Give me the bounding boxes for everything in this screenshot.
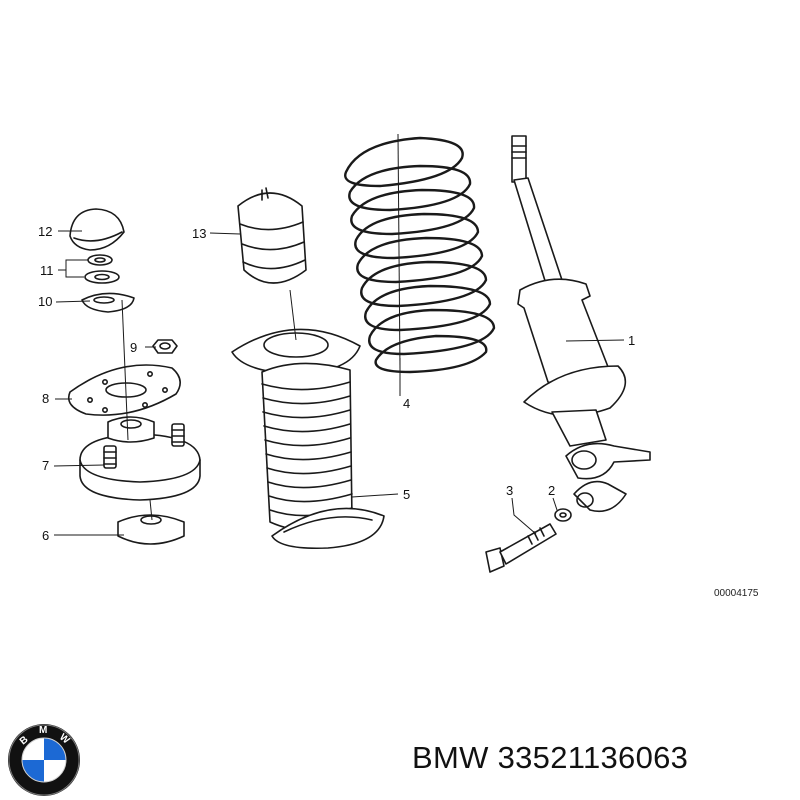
part-13-bump-stop <box>237 187 307 284</box>
part-1-shock-absorber <box>511 135 651 513</box>
label-part-10: 10 <box>38 294 52 309</box>
part-5-dust-boot <box>231 328 385 550</box>
label-part-13: 13 <box>192 226 206 241</box>
reference-code: 00004175 <box>714 588 759 599</box>
part-4-coil-spring <box>344 136 496 374</box>
label-part-4: 4 <box>403 396 410 411</box>
leader-lines <box>53 133 625 536</box>
part-9-nut <box>152 339 178 354</box>
label-part-8: 8 <box>42 391 49 406</box>
part-10-dish <box>81 292 135 313</box>
label-part-5: 5 <box>403 487 410 502</box>
label-part-12: 12 <box>38 224 52 239</box>
part-7-mount <box>79 416 201 501</box>
label-part-6: 6 <box>42 528 49 543</box>
part-2-washer <box>554 508 572 522</box>
label-part-3: 3 <box>506 483 513 498</box>
part-number-caption: BMW 33521136063 <box>412 740 689 775</box>
part-12-cap <box>69 208 125 251</box>
label-part-1: 1 <box>628 333 635 348</box>
label-part-7: 7 <box>42 458 49 473</box>
label-part-9: 9 <box>130 340 137 355</box>
part-11-washers <box>84 254 120 284</box>
logo-blue-quadrant-bottom-left <box>22 760 44 782</box>
label-part-11: 11 <box>40 263 54 278</box>
bmw-logo: B M W <box>8 724 80 796</box>
label-part-2: 2 <box>548 483 555 498</box>
part-6-cup <box>117 514 185 545</box>
part-8-gasket <box>67 364 181 416</box>
part-labels: 12 11 10 9 8 7 6 13 4 5 1 3 2 00004175 <box>38 224 759 599</box>
logo-letter-m: M <box>39 725 47 736</box>
logo-blue-quadrant-top-right <box>44 738 66 760</box>
part-3-bolt <box>485 523 557 573</box>
